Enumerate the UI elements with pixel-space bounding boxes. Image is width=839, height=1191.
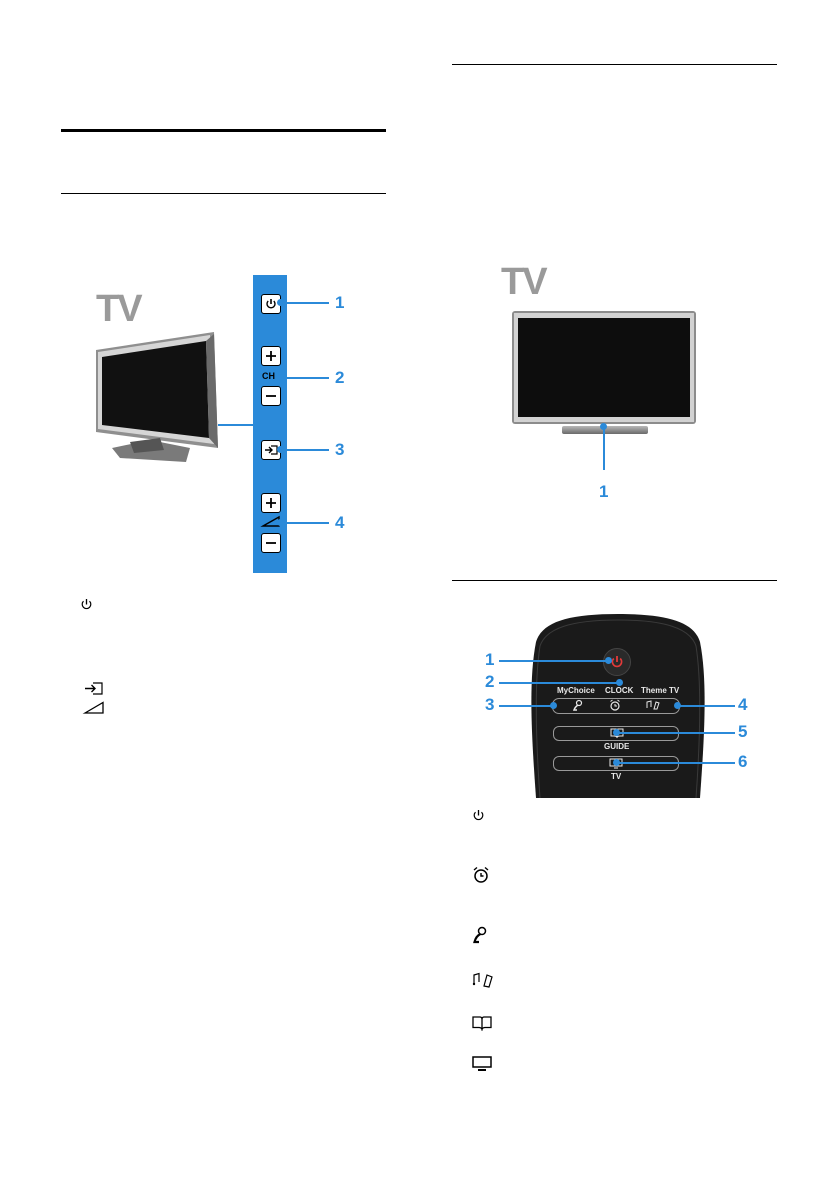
remote-callout-dot-6 — [613, 759, 620, 766]
minus-icon — [266, 395, 276, 397]
remote-callout-number-5: 5 — [738, 722, 748, 741]
section-rule-left — [61, 193, 386, 194]
section-rule-thick-left — [61, 129, 386, 132]
remote-callout-number-4: 4 — [738, 695, 748, 714]
callout-dot-4 — [277, 519, 284, 526]
source-icon — [85, 682, 103, 695]
remote-callout-line-2 — [499, 682, 620, 684]
callout-dot-front-1 — [600, 423, 607, 430]
tv-front-screen — [518, 318, 690, 417]
remote-callout-line-5 — [616, 732, 735, 734]
tv-label: TV — [611, 772, 622, 781]
mychoice-icon — [572, 699, 583, 711]
tv-front-stand — [562, 426, 648, 434]
remote-callout-dot-1 — [605, 657, 612, 664]
tv-logo: TV — [501, 261, 548, 303]
callout-line-4 — [281, 522, 329, 524]
tv-icon — [472, 1056, 492, 1071]
theme-tv-icon — [646, 700, 660, 710]
theme-tv-icon — [472, 972, 493, 988]
callout-line-2 — [281, 377, 329, 379]
channel-down-button[interactable] — [261, 386, 281, 406]
volume-icon — [82, 701, 104, 714]
power-icon — [611, 656, 623, 668]
volume-down-button[interactable] — [261, 533, 281, 553]
callout-number-1: 1 — [335, 293, 345, 312]
guide-label: GUIDE — [604, 742, 630, 751]
callout-line-3 — [281, 449, 329, 451]
side-control-panel — [253, 275, 287, 573]
remote-callout-line-4 — [677, 705, 735, 707]
clock-label: CLOCK — [605, 686, 634, 695]
remote-callout-dot-4 — [674, 702, 681, 709]
theme-tv-label: Theme TV — [641, 686, 680, 695]
power-button[interactable] — [261, 294, 281, 314]
remote-theme-tv-button[interactable] — [645, 698, 661, 712]
alarm-clock-icon — [473, 866, 489, 883]
source-icon — [265, 445, 278, 455]
remote-callout-line-1 — [499, 660, 608, 662]
callout-line-front-1 — [603, 426, 605, 470]
callout-number-2: 2 — [335, 368, 345, 387]
guide-icon — [472, 1016, 492, 1032]
remote-mychoice-button[interactable] — [570, 698, 584, 712]
power-icon — [81, 599, 92, 610]
remote-clock-button[interactable] — [608, 698, 622, 712]
callout-dot-3 — [277, 446, 284, 453]
power-icon — [473, 810, 484, 821]
callout-number-4: 4 — [335, 513, 345, 532]
callout-dot-2 — [277, 374, 284, 381]
remote-callout-dot-3 — [550, 702, 557, 709]
tv-logo: TV — [96, 288, 143, 330]
panel-connector-line — [218, 424, 255, 426]
remote-callout-dot-2 — [616, 679, 623, 686]
remote-callout-number-6: 6 — [738, 752, 748, 771]
section-rule-mid-right — [452, 580, 777, 581]
remote-callout-dot-5 — [613, 729, 620, 736]
remote-callout-number-3: 3 — [485, 695, 495, 714]
mychoice-icon — [473, 926, 487, 944]
remote-callout-line-3 — [499, 705, 554, 707]
callout-dot-1 — [277, 299, 284, 306]
remote-callout-number-2: 2 — [485, 672, 495, 691]
mychoice-label: MyChoice — [557, 686, 595, 695]
plus-icon — [266, 351, 276, 361]
remote-callout-number-1: 1 — [485, 650, 495, 669]
alarm-clock-icon — [610, 699, 620, 711]
power-icon — [266, 299, 276, 309]
remote-callout-line-6 — [616, 762, 735, 764]
tv-perspective-illustration — [96, 332, 218, 462]
callout-line-1 — [281, 302, 329, 304]
section-rule-top-right — [452, 64, 777, 65]
volume-up-button[interactable] — [261, 493, 281, 513]
callout-number-3: 3 — [335, 440, 345, 459]
channel-label: CH — [262, 371, 275, 381]
minus-icon — [266, 542, 276, 544]
channel-up-button[interactable] — [261, 346, 281, 366]
callout-number-front-1: 1 — [599, 482, 609, 501]
plus-icon — [266, 498, 276, 508]
